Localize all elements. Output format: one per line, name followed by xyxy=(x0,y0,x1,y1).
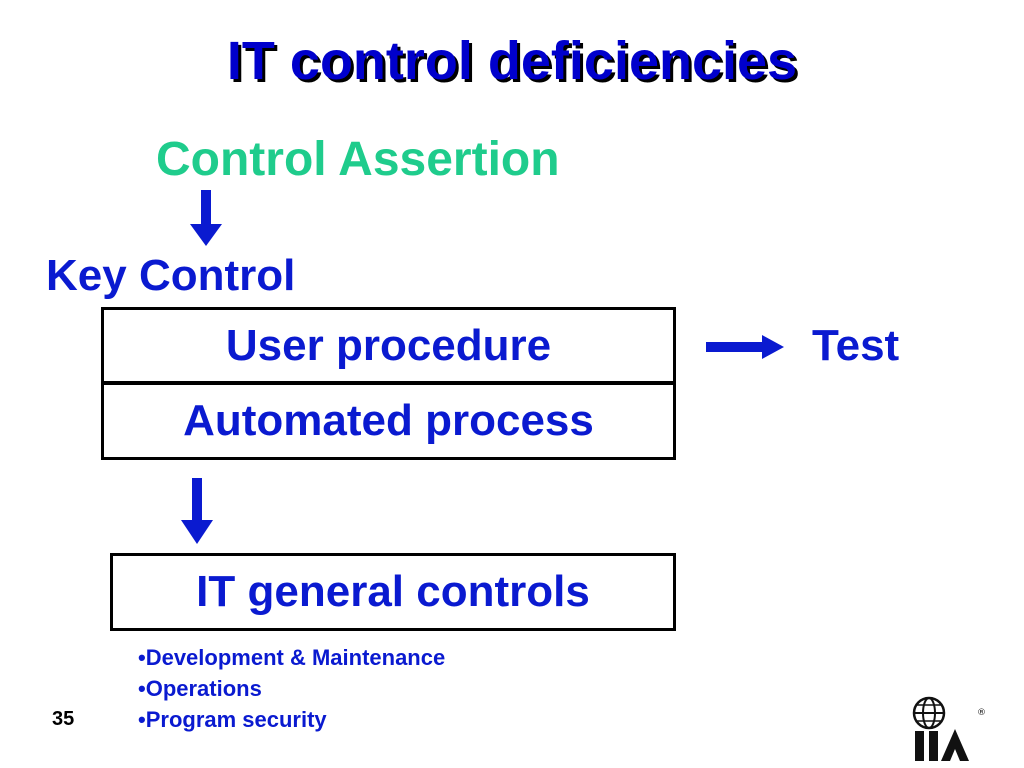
globe-icon xyxy=(912,696,946,730)
bullet-item: •Development & Maintenance xyxy=(138,645,446,670)
registered-mark: ® xyxy=(977,708,986,718)
slide-title: IT control deficiencies xyxy=(226,31,798,91)
key-control-label: Key Control xyxy=(46,251,296,300)
control-assertion-label: Control Assertion xyxy=(156,133,560,186)
page-number: 35 xyxy=(52,708,75,730)
arrow-down-icon xyxy=(190,190,222,246)
arrow-right-icon xyxy=(706,335,784,359)
user-procedure-box: User procedure xyxy=(101,307,676,384)
automated-process-label: Automated process xyxy=(183,396,594,445)
bullet-item: •Operations xyxy=(138,676,262,701)
bullet-list: •Development & Maintenance •Operations •… xyxy=(138,642,445,735)
iia-logo: ® xyxy=(912,696,986,761)
it-general-controls-box: IT general controls xyxy=(110,553,676,631)
it-general-controls-label: IT general controls xyxy=(196,567,590,616)
bullet-item: •Program security xyxy=(138,707,327,732)
arrow-down-icon xyxy=(181,478,213,544)
automated-process-box: Automated process xyxy=(101,382,676,460)
user-procedure-label: User procedure xyxy=(225,320,552,370)
test-label: Test xyxy=(812,321,900,370)
